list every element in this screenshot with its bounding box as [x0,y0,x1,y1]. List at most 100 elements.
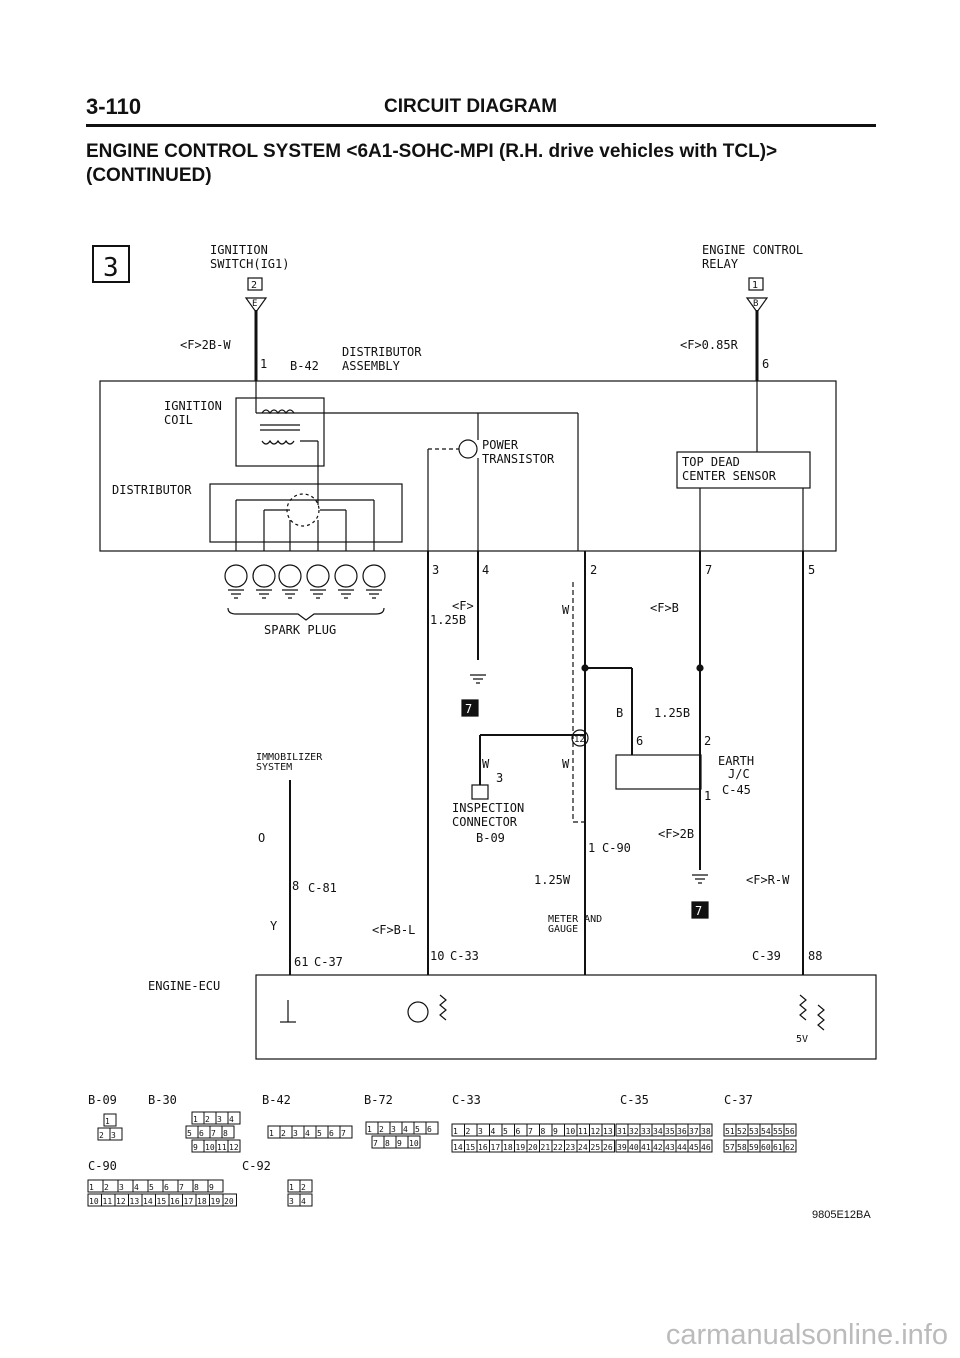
connector-view-label: C-37 [724,1093,753,1107]
c90-r2-pin: 17 [184,1197,194,1206]
b30-r1-pin: 2 [205,1115,210,1124]
c37-r2-pin: 62 [785,1143,795,1152]
pin-5: 5 [808,563,815,577]
c33-r1-pin: 5 [503,1127,508,1136]
c33-r1-pin: 7 [528,1127,533,1136]
immobilizer-label-1: IMMOBILIZER [256,752,323,763]
c35-r2-cell [699,1139,713,1153]
c35-r1-pin: 37 [689,1127,699,1136]
c37-r1-cell [783,1123,797,1137]
inspection-label-1: INSPECTION [452,801,524,815]
c35-r2-pin: 43 [665,1143,675,1152]
c33-r1-pin: 12 [591,1127,601,1136]
c90-r2-pin: 14 [143,1197,153,1206]
wire-125w: 1.25W [534,873,571,887]
wire-b: B [616,706,623,720]
wire-y: Y [270,919,278,933]
b30-r3-cell [227,1139,241,1153]
connector-view-label: B-09 [88,1093,117,1107]
ignition-coil-label-1: IGNITION [164,399,222,413]
c90-r1-cell [207,1179,224,1193]
c33-r2-pin: 20 [528,1143,538,1152]
ignition-switch-label-1: IGNITION [210,243,268,257]
pin-2: 2 [590,563,597,577]
subtitle-line-1: ENGINE CONTROL SYSTEM <6A1-SOHC-MPI (R.H… [86,141,778,162]
engine-ecu-box [255,974,877,1060]
wire-w-top: W [562,603,570,617]
b72-r1-cell [425,1121,439,1135]
c35-r1-pin: 34 [653,1127,663,1136]
ignition-switch-tri: E [252,299,257,309]
distributor-assembly-label-2: ASSEMBLY [342,359,401,373]
c33-r2-pin: 24 [578,1143,588,1152]
b42-pin: 7 [341,1129,346,1138]
b42-pin: 6 [329,1129,334,1138]
wire-2b-w: <F>2B-W [180,338,231,352]
ground-ref-2: 7 [695,904,702,918]
c90-r2-pin: 18 [197,1197,207,1206]
pin-3-mid: 3 [496,771,503,785]
c92-r2-pin: 4 [301,1197,306,1206]
connector-c39: C-39 [752,949,781,963]
c37-r1-pin: 55 [773,1127,783,1136]
c33-r2-pin: 21 [541,1143,551,1152]
c33-r2-pin: 19 [516,1143,526,1152]
c35-r2-pin: 44 [677,1143,687,1152]
distributor-assembly-label-1: DISTRIBUTOR [342,345,422,359]
wire-125b-2: 1.25B [654,706,690,720]
power-transistor-symbol [458,439,478,459]
pin-4: 4 [482,563,489,577]
c35-r1-pin: 36 [677,1127,687,1136]
c33-r2-pin: 23 [566,1143,576,1152]
b42-pin: 3 [293,1129,298,1138]
pin-3: 3 [432,563,439,577]
c35-r2-pin: 40 [629,1143,639,1152]
ground-ref-1: 7 [465,702,472,716]
five-v-label: 5V [796,1034,808,1045]
c33-r1-pin: 3 [478,1127,483,1136]
c90-r2-pin: 19 [211,1197,221,1206]
pin-2-mid: 2 [704,734,711,748]
wire-w-mid: W [482,757,490,771]
c37-r1-pin: 53 [749,1127,759,1136]
b30-r3-pin: 12 [229,1143,239,1152]
c37-r2-pin: 61 [773,1143,783,1152]
c90-r2-pin: 15 [157,1197,167,1206]
c90-r2-cell [222,1193,237,1207]
b72-r2-pin: 10 [409,1139,419,1148]
c35-r2-pin: 42 [653,1143,663,1152]
connector-c90: C-90 [602,841,631,855]
earth-jc-label-1: EARTH [718,754,754,768]
wire-fb: <F>B [650,601,679,615]
c35-r2-pin: 39 [617,1143,627,1152]
b30-r2-cell [221,1125,235,1139]
ground-symbol-2 [691,901,709,919]
b42-cell [339,1125,353,1139]
ignition-coil-label-2: COIL [164,413,193,427]
pin-6-mid: 6 [636,734,643,748]
b30-r1-pin: 1 [193,1115,198,1124]
b30-r3-pin: 10 [205,1143,215,1152]
ignition-coil-box [235,397,325,467]
relay-label-1: ENGINE CONTROL [702,243,803,257]
connector-c37: C-37 [314,955,343,969]
power-transistor-label-2: TRANSISTOR [482,452,555,466]
b30-r2-pin: 8 [223,1129,228,1138]
c90-r1-pin: 7 [179,1183,184,1192]
connector-c81: C-81 [308,881,337,895]
c90-r1-pin: 2 [104,1183,109,1192]
c35-r2-pin: 45 [689,1143,699,1152]
wire-085r: <F>0.85R [680,338,739,352]
c37-r2-pin: 58 [737,1143,747,1152]
connector-view-label: C-35 [620,1093,649,1107]
connector-view-label: B-30 [148,1093,177,1107]
pin-88: 88 [808,949,822,963]
b09-top-cell [103,1113,117,1127]
distributor-label: DISTRIBUTOR [112,483,192,497]
b30-r3-pin: 11 [217,1143,227,1152]
watermark: carmanualsonline.info [665,1319,948,1351]
c35-r1-pin: 38 [701,1127,711,1136]
c92-r2-cell [299,1193,313,1207]
figure-code: 9805E12BA [812,1209,871,1221]
c33-r2-pin: 25 [591,1143,601,1152]
